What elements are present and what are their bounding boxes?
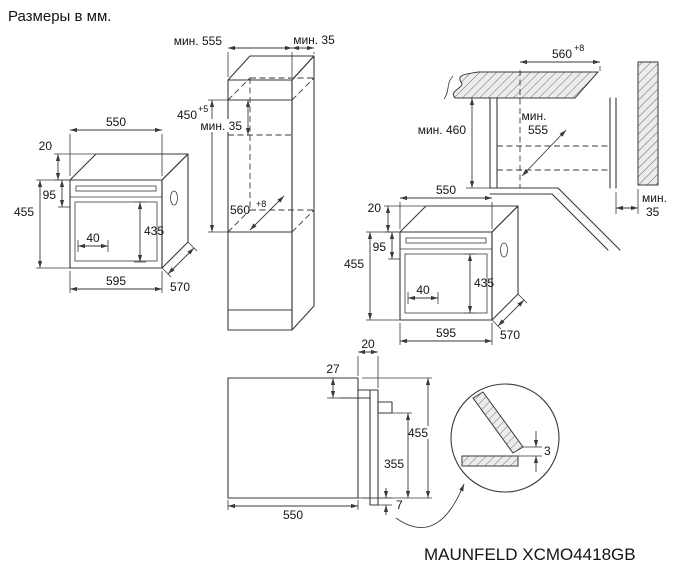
dim-oven-left-top-width: 550: [69, 115, 163, 176]
dim-label: 560: [230, 203, 250, 217]
dim-oven-left-depth: 570: [161, 241, 198, 294]
dim-label: мин. 460: [418, 123, 467, 137]
dim-label: 95: [43, 188, 57, 202]
dim-oven-right-panel-height: 95: [373, 232, 400, 260]
dim-label: 355: [384, 457, 404, 471]
oven-left-drawing: [69, 153, 189, 269]
section-view: 20 27 455 355 550 7: [227, 337, 434, 522]
dim-label: 7: [396, 498, 403, 512]
dim-base-cabinet-depth-min: мин. 555: [522, 109, 567, 177]
dim-label: 570: [500, 328, 520, 342]
dim-label: 550: [283, 508, 303, 522]
oven-right-grip-hole: [500, 242, 508, 258]
dim-label: мин. 35: [200, 119, 242, 133]
dim-label: мин. 35: [293, 33, 335, 47]
tall-cabinet-drawing: [227, 55, 315, 331]
oven-right-door: [404, 253, 488, 314]
countertop-section: [452, 71, 600, 99]
dim-label: 550: [106, 115, 126, 129]
dim-label: мин.: [642, 191, 667, 205]
dim-section-front-overhang: 20: [357, 337, 379, 388]
dim-section-top-inset: 27: [326, 362, 340, 399]
dim-label: 555: [528, 123, 548, 137]
model-label: MAUNFELD XCMO4418GB: [424, 545, 636, 564]
dim-tolerance: +5: [198, 104, 208, 114]
dim-oven-right-depth: 570: [491, 293, 528, 342]
dim-detail-floor-gap: 3: [518, 431, 551, 472]
dim-label: 95: [373, 240, 387, 254]
dim-oven-left-panel-height: 95: [43, 180, 70, 208]
dim-oven-right-top-offset: 20: [368, 201, 426, 233]
dim-oven-right-door-inset: 40: [407, 283, 439, 304]
dim-oven-left-top-offset: 20: [39, 139, 96, 181]
dim-oven-left-front-width: 595: [69, 271, 163, 293]
dim-label: 3: [544, 444, 551, 458]
dim-label: 455: [344, 257, 364, 271]
dim-label: 595: [436, 326, 456, 340]
dim-tall-cabinet-niche-depth: 560 +8: [230, 195, 285, 231]
dim-section-lower-height: 355: [384, 412, 412, 498]
dim-tall-cabinet-vent-gap: мин. 35: [196, 100, 251, 135]
dim-section-height: 455: [362, 377, 434, 499]
dim-label: 435: [144, 224, 164, 238]
dim-label: 570: [170, 280, 190, 294]
section-drawing: [227, 377, 393, 506]
dim-oven-right-height: 455: [344, 231, 400, 321]
dim-label: 40: [86, 231, 100, 245]
dim-base-cabinet-niche-depth: 560 +8: [520, 43, 601, 71]
dim-label: мин. 555: [174, 34, 223, 48]
dim-tolerance: +8: [256, 199, 266, 209]
dim-label: 550: [436, 183, 456, 197]
dim-oven-right-door-height: 435: [464, 253, 494, 314]
dim-tall-cabinet-rear-gap: мин. 35: [292, 33, 335, 54]
dim-label: 455: [14, 205, 34, 219]
detail-drawing: [461, 391, 524, 467]
dim-section-bottom-gap: 7: [358, 488, 403, 515]
detail-leader-arrow: [395, 483, 465, 528]
dim-base-cabinet-wall-gap: мин. 35: [615, 189, 667, 219]
dim-tolerance: +8: [574, 43, 584, 53]
dim-label: 435: [474, 276, 494, 290]
dim-label: мин.: [522, 109, 547, 123]
dim-label: 27: [326, 362, 340, 376]
base-cabinet-drawing: [443, 61, 659, 251]
oven-left-door: [74, 201, 158, 262]
dim-label: 455: [408, 426, 428, 440]
dim-tall-cabinet-niche-height: 450 +5: [177, 99, 228, 233]
oven-left-grip-hole: [170, 190, 178, 206]
dim-oven-left-height: 455: [14, 179, 70, 269]
detail-view: 3: [395, 383, 560, 528]
dim-label: 595: [106, 274, 126, 288]
oven-right-drawing: [399, 205, 519, 321]
dim-label: 20: [368, 201, 382, 215]
dim-oven-right-front-width: 595: [399, 323, 493, 345]
oven-left-handle: [75, 185, 157, 192]
dim-label: 35: [646, 205, 660, 219]
wall-section: [637, 61, 659, 186]
dim-label: 40: [416, 283, 430, 297]
page-title: Размеры в мм.: [8, 8, 111, 25]
dim-oven-left-door-height: 435: [134, 201, 164, 263]
oven-right-handle: [405, 237, 487, 244]
dim-label: 560: [552, 47, 572, 61]
dim-label: 20: [361, 337, 375, 351]
floor-section: [461, 455, 519, 467]
base-cabinet-view: 560 +8 мин. 460 мин. 555 мин. 35: [418, 43, 667, 251]
oven-right-view: 550 20 95 455 40 435: [344, 183, 528, 345]
dim-oven-left-door-inset: 40: [77, 231, 109, 252]
dim-oven-right-top-width: 550: [399, 183, 493, 229]
dim-label: 450: [177, 108, 197, 122]
dim-label: 20: [39, 139, 53, 153]
dim-section-depth: 550: [227, 500, 359, 522]
dim-base-cabinet-niche-height: мин. 460: [418, 98, 490, 189]
tall-cabinet-view: мин. 555 мин. 35 450 +5 мин. 35 560 +8: [174, 33, 335, 331]
oven-left-view: 550 20 95 455 40 435: [14, 115, 198, 294]
door-handle-section: [377, 401, 393, 414]
dim-tall-cabinet-depth-min: мин. 555: [174, 34, 293, 77]
